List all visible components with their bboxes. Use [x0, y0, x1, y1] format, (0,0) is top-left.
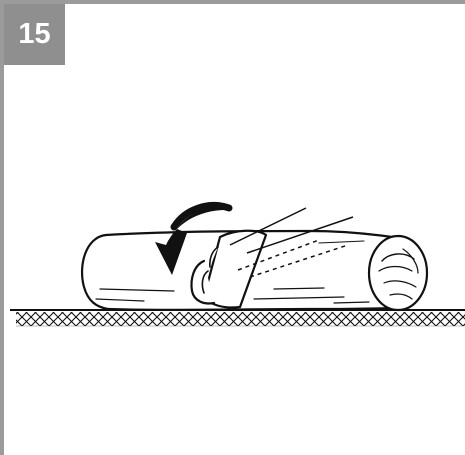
motion-lines	[229, 207, 354, 278]
curved-arrow-icon	[155, 202, 233, 275]
ground-hatch	[10, 309, 465, 327]
step-number-badge: 15	[4, 4, 65, 65]
log-body	[80, 229, 429, 312]
rolling-log-illustration	[4, 65, 465, 455]
panel-top-border	[0, 0, 465, 4]
panel-left-border	[0, 0, 4, 455]
hand-glove	[190, 229, 268, 309]
step-number: 15	[18, 18, 51, 50]
rolling-log-icon	[10, 202, 465, 327]
